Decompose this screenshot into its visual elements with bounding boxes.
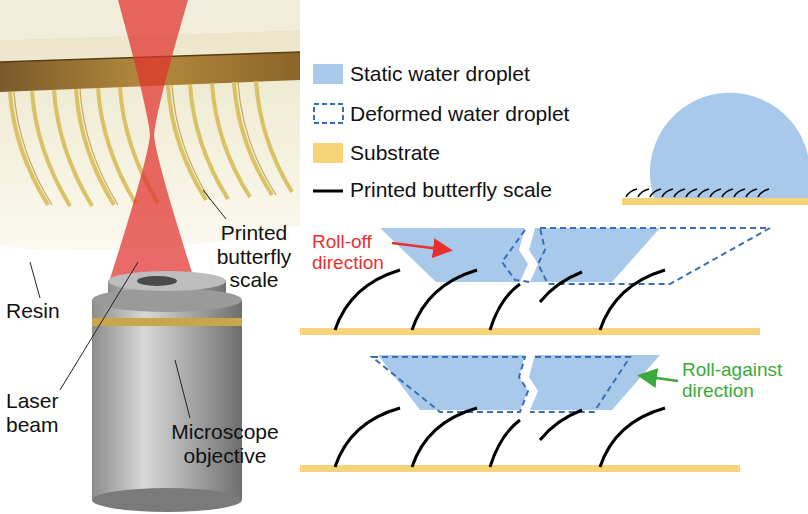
legend-text: Static water droplet [350, 62, 530, 86]
part-label: Resin [6, 299, 86, 323]
part-label: Roll-against direction [682, 359, 800, 402]
part-label: Microscope objective [150, 420, 300, 467]
legend-swatch [313, 64, 343, 84]
legend-swatch [313, 143, 343, 163]
legend-text: Deformed water droplet [350, 102, 569, 126]
part-label: Laser beam [6, 389, 86, 436]
part-label: Roll-off direction [312, 231, 396, 274]
part-label: Printed butterfly scale [198, 221, 310, 292]
legend-text: Printed butterfly scale [350, 178, 552, 202]
legend-text: Substrate [350, 141, 440, 165]
